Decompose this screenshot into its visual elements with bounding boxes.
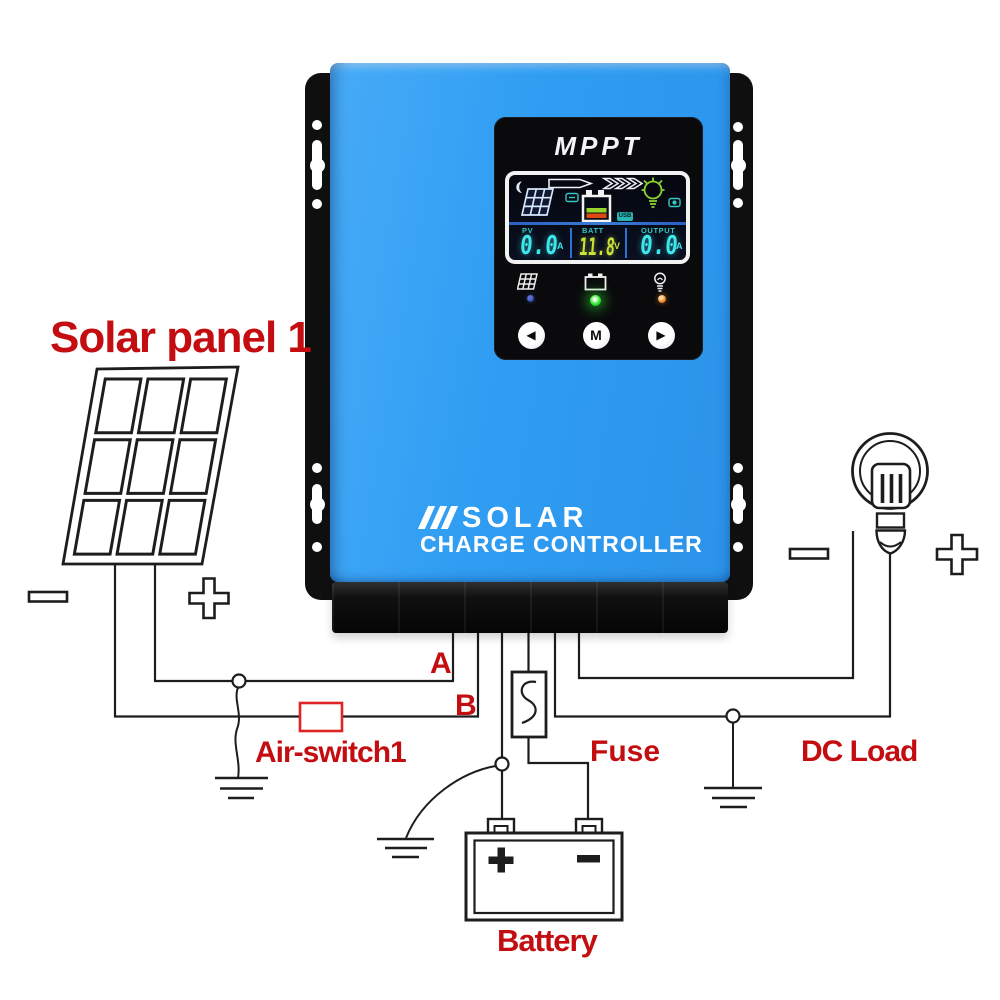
mount-hole-icon bbox=[733, 542, 743, 552]
minus-symbol-load bbox=[788, 547, 830, 560]
mount-hole-icon bbox=[312, 463, 322, 473]
terminal-block bbox=[332, 582, 728, 633]
panel-battery-icon bbox=[584, 273, 607, 291]
load-state-tag-icon bbox=[668, 197, 681, 208]
moon-icon bbox=[516, 181, 522, 193]
mount-slot-bulge bbox=[730, 496, 746, 512]
panel-bulb-icon bbox=[654, 272, 666, 292]
lcd-bulb-icon bbox=[641, 177, 665, 208]
ground2-lead bbox=[405, 765, 496, 839]
ground1-lead bbox=[234, 687, 240, 779]
plus-symbol-panel bbox=[188, 577, 230, 620]
arrow-right-icon bbox=[548, 178, 594, 189]
solar-panel-positive-wire bbox=[153, 556, 455, 683]
plus-symbol-load bbox=[935, 533, 979, 576]
lcd-section-divider bbox=[569, 228, 572, 258]
solar-panel-negative-wire bbox=[113, 556, 480, 718]
fuse-symbol bbox=[510, 670, 548, 739]
junction-dot-2 bbox=[494, 756, 510, 772]
dc-load-negative-wire bbox=[553, 553, 892, 718]
pv-value: 0.0 bbox=[518, 231, 560, 261]
mount-hole-icon bbox=[312, 199, 322, 209]
battery-label: Battery bbox=[497, 923, 598, 958]
lcd-solar-panel-icon bbox=[520, 188, 555, 216]
chevron-arrows-icon bbox=[601, 177, 644, 190]
mount-hole-icon bbox=[733, 463, 743, 473]
prev-arrow-icon: ◀ bbox=[526, 328, 536, 342]
next-arrow-icon: ▶ bbox=[656, 328, 666, 342]
mount-hole-icon bbox=[733, 122, 743, 132]
dc-load-bulb-drawing bbox=[851, 432, 929, 555]
lcd-section-divider bbox=[624, 228, 627, 258]
battery-drawing bbox=[464, 817, 624, 922]
logo-charge-controller-text: CHARGE CONTROLLER bbox=[420, 531, 703, 557]
pv-led bbox=[526, 294, 534, 302]
solar-panel-drawing bbox=[61, 365, 240, 566]
mount-hole-icon bbox=[312, 542, 322, 552]
mount-slot-bulge bbox=[309, 157, 325, 173]
lcd-divider bbox=[509, 222, 686, 225]
ground2-symbol bbox=[377, 837, 434, 859]
batt-value: 11.8 bbox=[577, 233, 617, 261]
menu-button: M bbox=[582, 321, 610, 349]
fuse-label: Fuse bbox=[590, 735, 661, 768]
air-switch-box bbox=[298, 701, 344, 733]
output-label: OUTPUT bbox=[641, 226, 676, 235]
display-panel: MPPT bbox=[494, 117, 703, 360]
menu-button-label: M bbox=[590, 327, 602, 343]
dc-load-positive-wire bbox=[577, 531, 855, 680]
pv-label: PV bbox=[522, 226, 534, 235]
triple-slash-icon bbox=[417, 506, 459, 529]
dc-load-label: DC Load bbox=[801, 735, 918, 768]
mppt-brand-text: MPPT bbox=[554, 131, 643, 161]
wire-b-label: B bbox=[455, 689, 477, 722]
next-button: ▶ bbox=[647, 321, 675, 349]
wire-a-label: A bbox=[430, 647, 452, 680]
logo-solar-text: SOLAR bbox=[462, 502, 589, 534]
solar-panel-label: Solar panel 1 bbox=[50, 313, 312, 362]
load-led bbox=[658, 295, 666, 303]
junction-dot-1 bbox=[231, 673, 247, 689]
mount-slot-bulge bbox=[730, 157, 746, 173]
mount-hole-icon bbox=[312, 120, 322, 130]
batt-unit: V bbox=[614, 241, 621, 251]
ground1-symbol bbox=[215, 776, 268, 800]
mount-hole-icon bbox=[733, 198, 743, 208]
mount-slot-bulge bbox=[309, 496, 325, 512]
charge-state-tag-icon bbox=[565, 192, 579, 203]
output-unit: A bbox=[676, 241, 683, 251]
air-switch-label: Air-switch1 bbox=[255, 736, 407, 769]
batt-label: BATT bbox=[582, 226, 604, 235]
minus-symbol-panel bbox=[27, 590, 69, 603]
prev-button: ◀ bbox=[517, 321, 545, 349]
ground3-symbol bbox=[704, 786, 762, 809]
lcd-screen: USB PV 0.0 A BATT 11.8 V OUTPUT 0.0 A bbox=[505, 171, 690, 264]
output-value: 0.0 bbox=[638, 231, 680, 261]
lcd-icon-row bbox=[516, 177, 681, 223]
usb-tag: USB bbox=[617, 212, 633, 221]
junction-dot-3 bbox=[725, 708, 741, 724]
lcd-battery-icon bbox=[581, 190, 612, 223]
battery-led bbox=[589, 294, 601, 306]
pv-unit: A bbox=[557, 241, 564, 251]
panel-solar-icon bbox=[517, 273, 538, 290]
